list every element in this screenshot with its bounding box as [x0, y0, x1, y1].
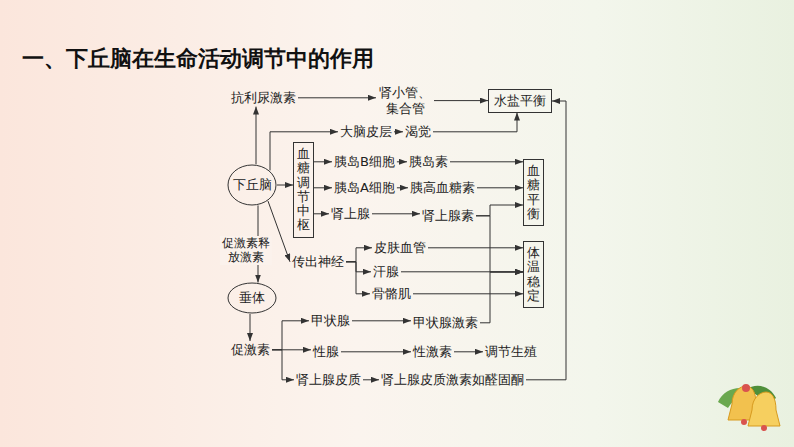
node-text: 渴觉	[405, 124, 431, 140]
node-text: 胰岛素	[409, 154, 448, 170]
effector-text: 汗腺	[371, 263, 401, 281]
arrow-connector	[298, 97, 376, 98]
node-text: 促激素	[231, 342, 270, 358]
node-text: 肾上腺皮质激素如醛固酮	[381, 372, 524, 388]
pituitary-ellipse: 垂体	[227, 282, 277, 314]
arrow-connector	[434, 100, 488, 101]
node-text: 胰高血糖素	[410, 180, 475, 196]
arrow-connector	[341, 351, 411, 352]
hormone-text: 促激素	[229, 341, 272, 359]
arrow-connector	[413, 293, 523, 294]
hypothalamus-ellipse: 下丘脑	[227, 164, 277, 206]
arrow-connector	[272, 350, 294, 380]
hormone-text: 胰高血糖素	[408, 179, 477, 197]
node-text: 汗腺	[373, 264, 399, 280]
hormone-text: 性激素	[411, 343, 454, 361]
gland-text: 性腺	[311, 343, 341, 361]
arrow-connector	[277, 185, 293, 186]
arrow-connector	[476, 216, 523, 272]
arrow-connector	[454, 351, 483, 352]
arrow-connector	[477, 187, 523, 188]
arrow-connector	[314, 187, 332, 188]
node-text: 下丘脑	[233, 177, 272, 193]
center-box: 血糖调节中枢	[293, 142, 314, 238]
node-text: 性激素	[413, 344, 452, 360]
node-text: 甲状腺激素	[413, 315, 478, 331]
arrow-connector	[314, 161, 332, 162]
arrow-connector	[394, 131, 403, 132]
node-text: 大脑皮层	[340, 124, 392, 140]
node-text: 血糖平衡	[527, 164, 540, 221]
arrow-connector	[346, 248, 372, 262]
balance-box: 体温稳定	[523, 241, 544, 308]
arrow-connector	[476, 205, 523, 216]
organ-text: 肾小管、集合管	[376, 84, 434, 117]
arrow-connector	[450, 161, 523, 162]
node-text: 肾上腺皮质	[296, 372, 361, 388]
node-text: 骨骼肌	[372, 286, 411, 302]
arrow-connector	[346, 262, 371, 272]
slide-title: 一、下丘脑在生命活动调节中的作用	[22, 44, 374, 74]
node-text: 抗利尿激素	[231, 90, 296, 106]
node-text: 传出神经	[292, 254, 344, 270]
arrow-connector	[397, 161, 407, 162]
hormone-text: 肾上腺皮质激素如醛固酮	[379, 371, 526, 389]
balance-box: 水盐平衡	[488, 89, 552, 113]
organ-text: 大脑皮层	[338, 123, 394, 141]
node-text: 甲状腺	[311, 313, 350, 329]
sense-text: 渴觉	[403, 123, 433, 141]
node-text: 垂体	[239, 290, 265, 306]
effector-text: 骨骼肌	[370, 285, 413, 303]
hormone-text: 胰岛素	[407, 153, 450, 171]
function-text: 调节生殖	[483, 343, 539, 361]
bells-ornament	[718, 384, 780, 431]
arrow-connector	[256, 107, 257, 165]
nerve-text: 传出神经	[290, 253, 346, 271]
arrow-connector	[397, 187, 408, 188]
hormone-text: 肾上腺素	[420, 207, 476, 225]
arrow-connector	[363, 379, 379, 380]
cell-text: 胰岛A细胞	[332, 179, 397, 197]
arrow-connector	[314, 213, 329, 214]
arrow-connector	[428, 247, 523, 248]
gland-text: 甲状腺	[309, 312, 352, 330]
node-text: 水盐平衡	[494, 93, 546, 109]
node-text: 胰岛B细胞	[334, 154, 395, 170]
node-text: 肾上腺素	[422, 208, 474, 224]
organ-text: 肾上腺	[329, 205, 372, 223]
hormone-text: 甲状腺激素	[411, 314, 480, 332]
arrow-connector	[250, 314, 251, 341]
edge-label: 促激素释放激素	[220, 236, 272, 265]
arrow-connector	[352, 320, 411, 321]
arrow-connector	[272, 321, 309, 350]
arrow-connector	[480, 272, 523, 323]
node-text: 肾上腺	[331, 206, 370, 222]
gland-text: 肾上腺皮质	[294, 371, 363, 389]
arrow-connector	[346, 262, 370, 294]
arrow-connector	[372, 213, 420, 214]
node-text: 皮肤血管	[374, 240, 426, 256]
balance-box: 血糖平衡	[523, 159, 544, 226]
node-text: 胰岛A细胞	[334, 180, 395, 196]
effector-text: 皮肤血管	[372, 239, 428, 257]
node-text: 血糖调节中枢	[297, 147, 310, 233]
cell-text: 胰岛B细胞	[332, 153, 397, 171]
node-text: 肾小管、集合管	[378, 85, 432, 116]
node-text: 体温稳定	[527, 246, 540, 303]
node-text: 性腺	[313, 344, 339, 360]
node-text: 调节生殖	[485, 344, 537, 360]
arrow-connector	[433, 113, 517, 132]
hormone-text: 抗利尿激素	[229, 89, 298, 107]
